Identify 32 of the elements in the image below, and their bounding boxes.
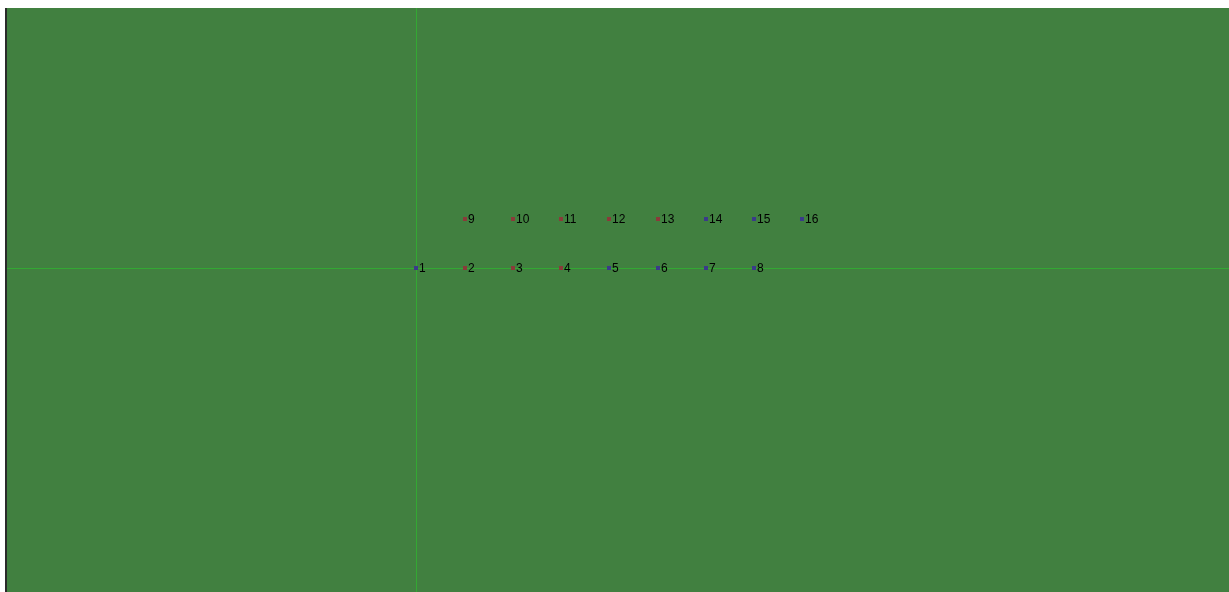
point-label: 7 <box>709 261 716 275</box>
data-point <box>559 261 571 275</box>
data-point <box>656 261 668 275</box>
data-point <box>559 212 577 226</box>
point-label: 4 <box>564 261 571 275</box>
point-label: 2 <box>468 261 475 275</box>
data-point <box>800 212 819 226</box>
data-point <box>511 261 523 275</box>
point-label: 10 <box>516 212 530 226</box>
point-label: 13 <box>661 212 675 226</box>
point-label: 1 <box>419 261 426 275</box>
data-point <box>752 261 764 275</box>
data-point <box>656 212 675 226</box>
data-point <box>463 261 475 275</box>
point-label: 16 <box>805 212 819 226</box>
point-label: 11 <box>564 212 577 226</box>
point-label: 5 <box>612 261 619 275</box>
data-point <box>704 261 716 275</box>
point-label: 6 <box>661 261 668 275</box>
data-point <box>511 212 530 226</box>
point-label: 8 <box>757 261 764 275</box>
data-point <box>414 261 426 275</box>
data-point <box>752 212 771 226</box>
point-label: 3 <box>516 261 523 275</box>
data-point <box>704 212 723 226</box>
point-label: 9 <box>468 212 475 226</box>
data-point <box>607 261 619 275</box>
point-label: 12 <box>612 212 626 226</box>
point-label: 14 <box>709 212 723 226</box>
data-point <box>607 212 626 226</box>
data-point <box>463 212 475 226</box>
point-label: 15 <box>757 212 771 226</box>
